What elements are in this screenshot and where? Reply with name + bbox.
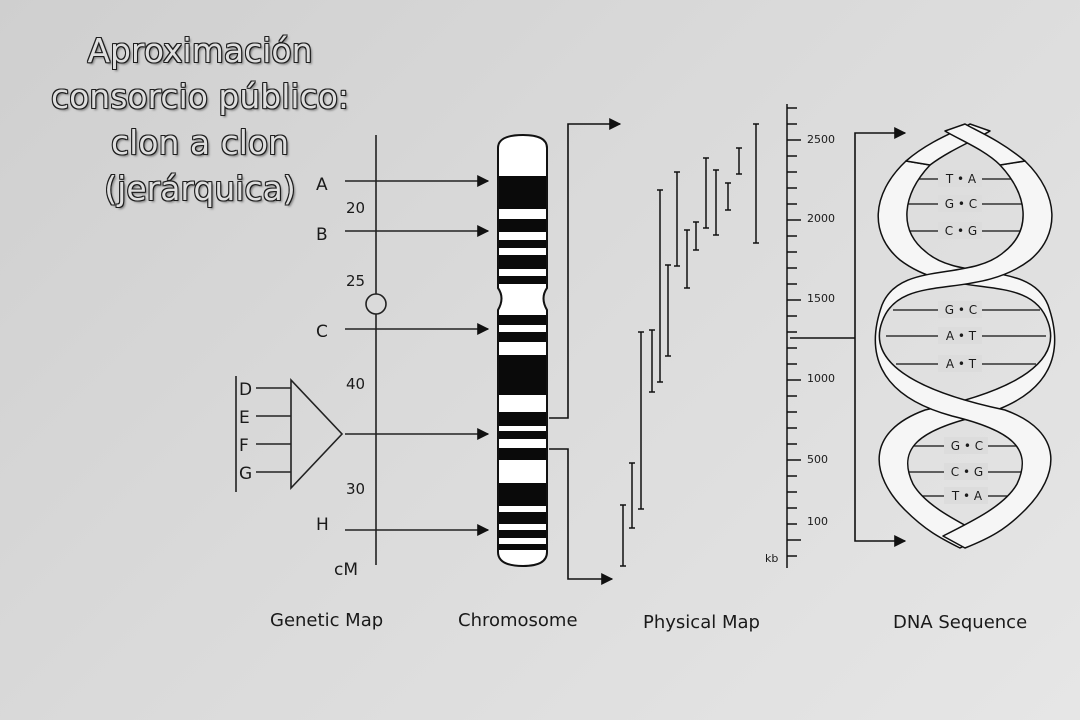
marker-label-c: C	[316, 322, 328, 342]
scale-label-1000: 1000	[807, 372, 835, 385]
base-pair-label: A • T	[946, 329, 977, 343]
genetic-map	[235, 135, 490, 565]
base-pair-label: G • C	[951, 439, 983, 453]
dna-sequence-label: DNA Sequence	[893, 612, 1027, 633]
slide-title: Aproximación consorcio público: clon a c…	[0, 28, 400, 212]
title-line-2: consorcio público:	[50, 77, 350, 116]
funnel-triangle	[290, 377, 344, 491]
title-line-4: (jerárquica)	[104, 169, 296, 208]
chromosome-bands	[499, 176, 546, 550]
scale-label-2500: 2500	[807, 133, 835, 146]
distance-label-20: 20	[346, 199, 365, 217]
base-pair-label: C • G	[951, 465, 983, 479]
connector-to-physical-top	[549, 118, 622, 419]
scale-unit: kb	[765, 552, 778, 565]
genetic-map-labels: A B C D E F G H 20 25 40 30 cM Genetic M…	[239, 175, 383, 631]
distance-label-40: 40	[346, 375, 365, 393]
scale-label-100: 100	[807, 515, 828, 528]
helix-strand-1	[877, 160, 1056, 549]
physical-map-clones	[620, 123, 759, 567]
marker-label-h: H	[316, 515, 329, 535]
dna-helix: T • A G • C C • G G • C A • T A • T G • …	[874, 123, 1056, 549]
connector-to-dna-bottom	[854, 338, 907, 547]
base-pair-label: T • A	[951, 489, 983, 503]
scale-label-1500: 1500	[807, 292, 835, 305]
base-pair-label: G • C	[945, 303, 977, 317]
marker-label-g: G	[239, 464, 252, 484]
distance-label-25: 25	[346, 272, 365, 290]
marker-label-e: E	[239, 408, 250, 428]
genetic-map-label: Genetic Map	[270, 610, 383, 631]
chromosome-connectors	[549, 118, 622, 585]
physical-scale	[786, 104, 801, 568]
marker-label-a: A	[316, 175, 328, 195]
physical-map-label: Physical Map	[643, 612, 760, 633]
scale-labels: 2500 2000 1500 1000 500 100 kb	[765, 133, 835, 565]
marker-label-b: B	[316, 225, 328, 245]
chromosome-label: Chromosome	[458, 610, 578, 631]
marker-label-f: F	[239, 436, 249, 456]
connector-to-physical-bottom	[549, 448, 614, 585]
base-pair-labels: T • A G • C C • G G • C A • T A • T G • …	[938, 170, 988, 504]
scale-to-dna-connector	[790, 127, 907, 547]
connector-to-dna-top	[854, 127, 907, 338]
helix-strands	[874, 123, 1056, 549]
genetic-map-unit: cM	[334, 560, 358, 580]
scale-label-500: 500	[807, 453, 828, 466]
base-pair-label: C • G	[945, 224, 977, 238]
title-line-1: Aproximación	[87, 31, 313, 70]
distance-label-30: 30	[346, 480, 365, 498]
base-pair-label: T • A	[945, 172, 977, 186]
helix-top-ribbon-2	[944, 123, 1026, 166]
title-line-3: clon a clon	[110, 123, 290, 162]
base-pair-label: A • T	[946, 357, 977, 371]
centromere-marker	[365, 293, 387, 315]
scale-ticks	[787, 107, 801, 557]
scale-label-2000: 2000	[807, 212, 835, 225]
helix-strand-2	[874, 160, 1053, 549]
base-pair-label: G • C	[945, 197, 977, 211]
marker-label-d: D	[239, 380, 252, 400]
chromosome	[497, 133, 548, 568]
